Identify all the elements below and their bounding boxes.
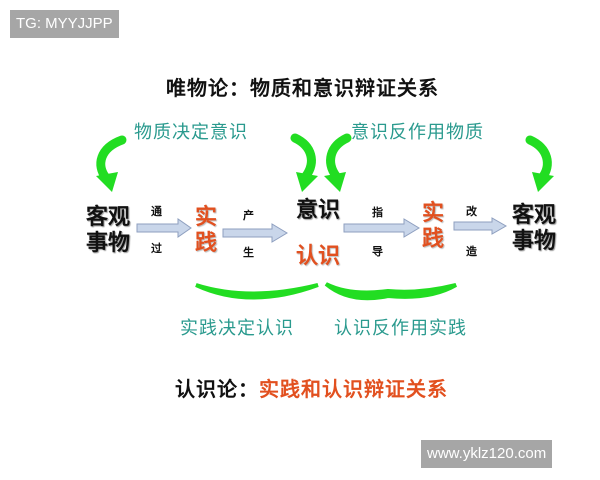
- node-objective-things-right: 客观 事物: [506, 203, 562, 255]
- node-text-line: 事物: [85, 231, 130, 256]
- label-practice-determines-cognition: 实践决定认识: [180, 318, 294, 339]
- node-objective-things-left: 客观 事物: [80, 205, 136, 257]
- node-text-line: 实: [421, 201, 444, 226]
- arrow-label-transform-top: 改: [466, 205, 477, 218]
- watermark-top-left: TG: MYYJJPP: [10, 10, 119, 38]
- label-cognition-reacts-practice: 认识反作用实践: [334, 318, 467, 339]
- epistemology-title: 认识论：实践和认识辩证关系: [175, 373, 448, 402]
- arrow-label-via-top: 通: [151, 205, 162, 218]
- watermark-bottom-right: www.yklz120.com: [421, 440, 553, 468]
- node-text-line: 践: [421, 227, 444, 252]
- arrow-label-produce-top: 产: [243, 209, 254, 222]
- page-title: 唯物论：物质和意识辩证关系: [166, 76, 439, 100]
- node-practice-right: 实 践: [419, 201, 447, 253]
- epistemology-prefix: 认识论：: [175, 377, 259, 401]
- node-text-line: 客观: [85, 205, 130, 230]
- arrow-label-guide-bottom: 导: [372, 245, 383, 258]
- arrow-label-via-bottom: 过: [151, 242, 162, 255]
- node-practice-left: 实 践: [192, 205, 220, 257]
- label-matter-determines-consciousness: 物质决定意识: [134, 122, 248, 143]
- node-cognition: 认识: [295, 244, 340, 269]
- node-text-line: 事物: [511, 229, 556, 254]
- epistemology-text: 实践和认识辩证关系: [259, 377, 448, 401]
- node-text-line: 客观: [511, 203, 556, 228]
- arrow-label-produce-bottom: 生: [243, 246, 254, 259]
- node-consciousness: 意识: [295, 198, 340, 223]
- label-consciousness-reacts-matter: 意识反作用物质: [351, 122, 484, 143]
- arrow-label-guide-top: 指: [372, 206, 383, 219]
- arrow-label-transform-bottom: 造: [466, 245, 477, 258]
- node-text-line: 实: [194, 205, 217, 230]
- node-text-line: 践: [194, 231, 217, 256]
